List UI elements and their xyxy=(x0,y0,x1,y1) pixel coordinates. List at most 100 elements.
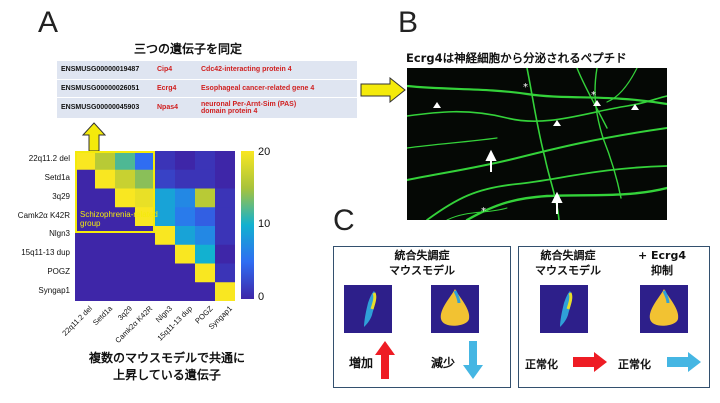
heatmap-cell xyxy=(175,151,196,171)
red-right-arrow-icon xyxy=(573,352,607,372)
svg-text:*: * xyxy=(523,82,528,93)
heatmap-cell xyxy=(115,263,136,283)
heatmap-cell xyxy=(95,282,116,301)
gene-id: ENSMUSG00000045903 xyxy=(57,97,153,119)
heatmap-cell xyxy=(215,226,235,246)
gene-description: neuronal Per-Arnt-Sim (PAS)domain protei… xyxy=(197,97,357,119)
gene-description-line-1: Esophageal cancer-related gene 4 xyxy=(201,84,315,92)
heatmap-cell xyxy=(155,282,176,301)
heatmap-cell xyxy=(95,244,116,264)
heatmap-cell xyxy=(175,263,196,283)
right-box-title-a: 統合失調症 マウスモデル xyxy=(518,248,618,278)
heatmap-cell xyxy=(155,207,176,227)
gene-description-line-2: domain protein 4 xyxy=(201,107,258,115)
heatmap-cell xyxy=(115,282,136,301)
neuron-micrograph: * * * xyxy=(407,68,667,220)
heatmap-cell xyxy=(135,151,156,171)
svg-text:*: * xyxy=(591,90,596,101)
heatmap-cell xyxy=(175,188,196,208)
increase-label: 増加 xyxy=(349,356,374,370)
heatmap-cell xyxy=(95,188,116,208)
heatmap-cell xyxy=(75,169,96,189)
schizophrenia-group-box xyxy=(75,151,155,233)
heatmap-cell xyxy=(215,188,235,208)
left-box-image-1 xyxy=(344,285,392,333)
gene-symbol: Npas4 xyxy=(153,97,197,119)
heatmap-cell xyxy=(195,169,216,189)
heatmap-cell xyxy=(215,169,235,189)
heatmap-cell xyxy=(75,244,96,264)
heatmap-cell xyxy=(175,226,196,246)
heatmap-cell xyxy=(115,226,136,246)
highlight-label-line-2: group xyxy=(80,219,101,228)
heatmap-cell xyxy=(75,282,96,301)
gene-symbol: Cip4 xyxy=(153,61,197,80)
colorbar xyxy=(241,151,254,299)
gene-id: ENSMUSG00000026051 xyxy=(57,79,153,98)
left-box-image-2 xyxy=(431,285,479,333)
panel-label-c: C xyxy=(333,204,355,237)
heatmap-row-label: Nlgn3 xyxy=(49,229,70,239)
heatmap-cell xyxy=(115,169,136,189)
heatmap-cell xyxy=(215,282,235,301)
heatmap-cell xyxy=(155,226,176,246)
right-arrow-icon xyxy=(360,77,406,103)
gene-description: Esophageal cancer-related gene 4 xyxy=(197,79,357,98)
right-box-title-line-2: マウスモデル xyxy=(535,264,601,277)
heatmap-cell xyxy=(95,207,116,227)
heatmap-cell xyxy=(195,263,216,283)
left-box-title-line-2: マウスモデル xyxy=(389,264,455,277)
heatmap-cell xyxy=(95,226,116,246)
heatmap-cell xyxy=(75,226,96,246)
heatmap-cell xyxy=(195,207,216,227)
heatmap-cell xyxy=(175,282,196,301)
heatmap-cell xyxy=(215,151,235,171)
heatmap-cell xyxy=(195,188,216,208)
gene-description-line-1: neuronal Per-Arnt-Sim (PAS) xyxy=(201,100,297,108)
heatmap-row-label: Syngap1 xyxy=(38,285,70,295)
heatmap-cell xyxy=(75,151,96,171)
gene-description: Cdc42-interacting protein 4 xyxy=(197,61,357,80)
right-box-title-line-3: + Ecrg4 xyxy=(637,249,687,262)
model-box-left xyxy=(333,246,511,388)
heatmap-cell xyxy=(115,207,136,227)
heatmap-cell xyxy=(135,169,156,189)
heatmap-row-label: POGZ xyxy=(47,266,70,276)
heatmap-row-label: 22q11.2 del xyxy=(28,154,70,164)
gene-table-title: 三つの遺伝子を同定 xyxy=(134,42,243,56)
heatmap-cell xyxy=(155,169,176,189)
decrease-label: 減少 xyxy=(431,356,456,370)
blue-down-arrow-icon xyxy=(463,341,483,379)
gene-symbol: Ecrg4 xyxy=(153,79,197,98)
heatmap xyxy=(75,151,235,301)
panel-label-b: B xyxy=(398,6,419,39)
red-up-arrow-icon xyxy=(375,341,395,379)
heatmap-cell xyxy=(115,244,136,264)
caption-line-2: 上昇している遺伝子 xyxy=(113,368,221,382)
heatmap-cell xyxy=(155,244,176,264)
heatmap-row-label: Setd1a xyxy=(44,173,70,183)
heatmap-cell xyxy=(175,207,196,227)
heatmap-cell xyxy=(75,207,96,227)
heatmap-cell xyxy=(115,188,136,208)
left-box-title: 統合失調症 マウスモデル xyxy=(333,248,511,278)
svg-text:*: * xyxy=(481,206,486,217)
heatmap-cell xyxy=(135,263,156,283)
panel-label-a: A xyxy=(38,6,59,39)
heatmap-cell xyxy=(155,188,176,208)
heatmap-cell xyxy=(135,188,156,208)
heatmap-cell xyxy=(195,226,216,246)
caption-line-1: 複数のマウスモデルで共通に xyxy=(88,351,245,365)
heatmap-col-label: 22q11.2 del xyxy=(60,304,95,338)
heatmap-cell xyxy=(175,244,196,264)
right-box-title-line-4: 抑制 xyxy=(651,264,673,277)
up-arrow-icon xyxy=(82,122,106,152)
heatmap-row-label: 15q11-13 dup xyxy=(21,248,70,258)
heatmap-cell xyxy=(135,282,156,301)
heatmap-cell xyxy=(175,169,196,189)
heatmap-cell xyxy=(195,244,216,264)
heatmap-row-label: Camk2α K42R xyxy=(17,210,70,220)
